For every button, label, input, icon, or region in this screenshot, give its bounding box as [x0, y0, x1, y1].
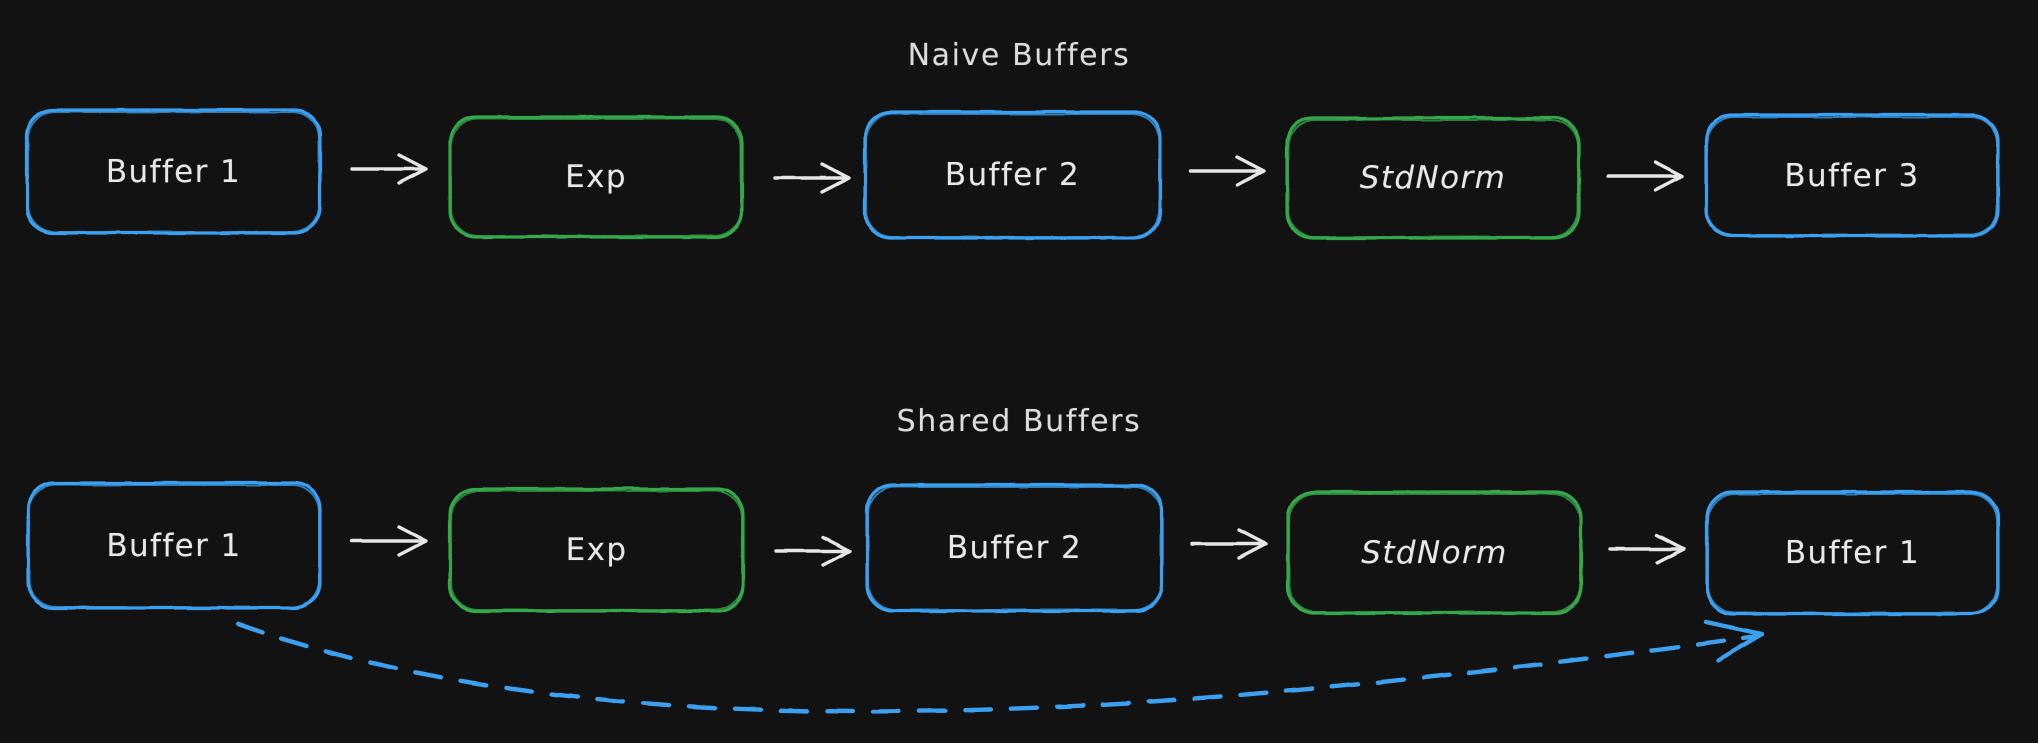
reuse-dashed-path	[235, 621, 1760, 714]
node-shape-buffer-1-shared	[26, 481, 322, 610]
naive-row-arrows	[350, 153, 1684, 194]
arrow-exp-to-buffer2-shared	[774, 535, 852, 567]
arrow-stdnorm-to-buffer1-shared	[1608, 533, 1686, 565]
node-shape-buffer-2-shared	[865, 483, 1164, 613]
shared-row-shapes-sketch-pass	[28, 484, 1998, 614]
shared-row-arrows	[350, 525, 1686, 567]
node-shape-stdnorm-shared	[1286, 490, 1583, 615]
arrow-exp-to-buffer2-naive	[773, 162, 851, 194]
node-shape-exp-shared	[448, 487, 745, 613]
arrow-buffer1-to-exp-naive	[350, 153, 428, 185]
arrow-buffer1-to-exp-shared	[350, 525, 428, 557]
node-shape-buffer-3-naive	[1704, 113, 2000, 238]
node-shape-buffer-1-naive	[25, 108, 322, 235]
section-title-shared: Shared Buffers	[896, 404, 1142, 439]
arrow-stdnorm-to-buffer3-naive	[1606, 160, 1684, 192]
arrow-buffer2-to-stdnorm-naive	[1188, 155, 1266, 187]
shared-row-shapes	[26, 481, 2000, 616]
buffer-reuse-dashed-arrow	[235, 619, 1765, 714]
reuse-arrowhead	[1703, 619, 1765, 663]
node-shape-exp-naive	[448, 115, 744, 239]
naive-row-shapes	[25, 108, 2000, 240]
node-shape-buffer-1-reuse	[1705, 490, 2000, 616]
arrow-buffer2-to-stdnorm-shared	[1190, 528, 1268, 560]
naive-row-shapes-sketch-pass	[27, 111, 1998, 238]
node-shape-buffer-2-naive	[863, 110, 1162, 240]
section-title-naive: Naive Buffers	[907, 38, 1131, 73]
node-shape-stdnorm-naive	[1285, 116, 1581, 240]
